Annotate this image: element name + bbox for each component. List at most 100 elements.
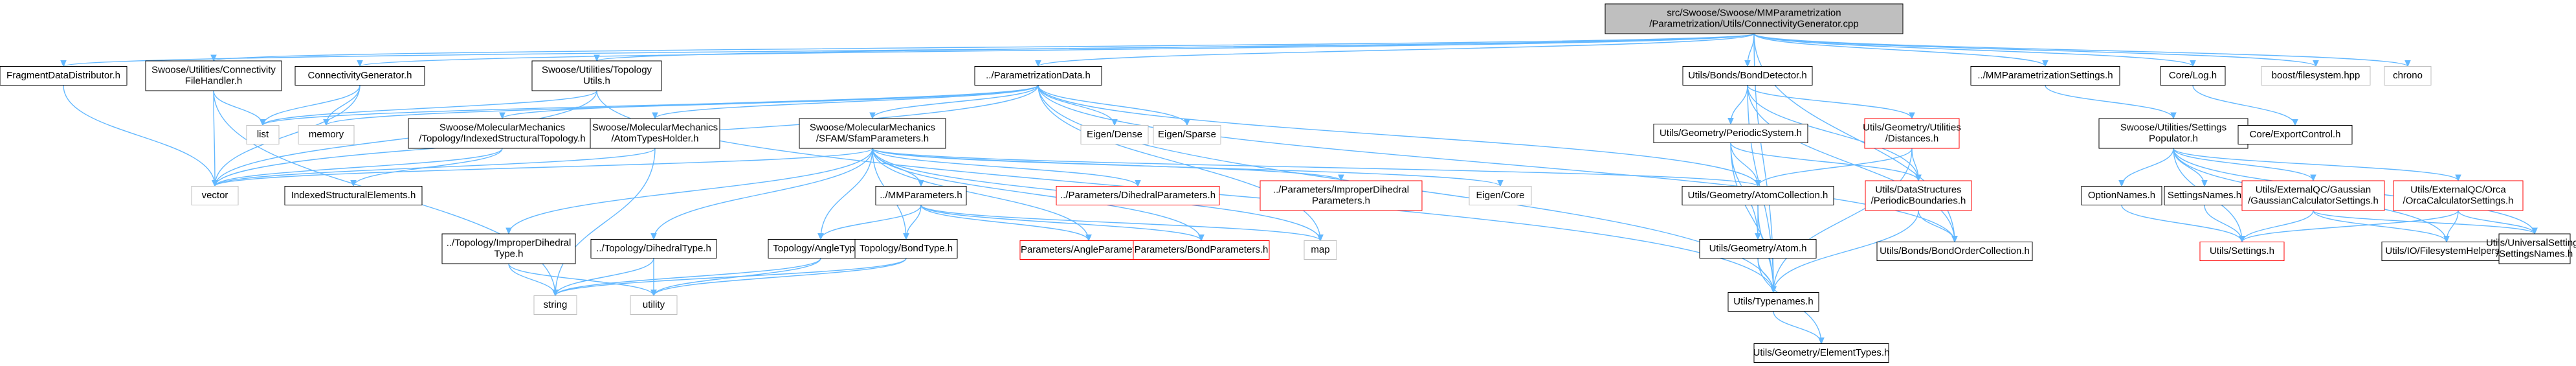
node-label: /SFAM/SfamParameters.h <box>816 133 929 144</box>
node-impdihedral[interactable]: ../Parameters/ImproperDihedralParameters… <box>1260 180 1423 211</box>
node-label: /PeriodicBoundaries.h <box>1871 195 1966 206</box>
node-idxtopo[interactable]: Swoose/MolecularMechanics/Topology/Index… <box>408 118 597 149</box>
edge-topoutils-to-list <box>262 90 597 126</box>
arrowhead <box>60 60 67 67</box>
node-box <box>145 60 282 91</box>
node-orca[interactable]: Utils/ExternalQC/Orca/OrcaCalculatorSett… <box>2393 180 2524 211</box>
node-box <box>590 118 720 149</box>
edge-sfam-to-atomcoll <box>872 148 1759 187</box>
arrowhead <box>1338 174 1344 182</box>
node-label: /Parametrization/Utils/ConnectivityGener… <box>1649 18 1858 29</box>
node-label: Utils/Typenames.h <box>1733 296 1813 307</box>
node-eigencore: Eigen/Core <box>1469 186 1532 205</box>
node-label: vector <box>202 190 228 201</box>
edge-sfam-to-angletype <box>820 148 873 240</box>
arrowhead <box>357 60 363 67</box>
node-typenames[interactable]: Utils/Typenames.h <box>1727 292 1819 312</box>
node-box <box>246 125 280 144</box>
node-label: Utils/Geometry/Atom.h <box>1709 243 1807 254</box>
node-dihedral[interactable]: ../Parameters/DihedralParameters.h <box>1056 186 1220 205</box>
node-setnames[interactable]: SettingsNames.h <box>2164 186 2245 205</box>
node-univsettings[interactable]: Utils/UniversalSettings/SettingsNames.h <box>2486 233 2576 264</box>
edge-mmparams-to-map <box>920 204 1321 242</box>
node-box <box>1304 240 1337 260</box>
node-label: /SettingsNames.h <box>2496 248 2573 259</box>
arrowhead <box>2404 60 2411 67</box>
edge-bonddet-to-bondorder <box>1747 85 1955 242</box>
node-dihtype[interactable]: ../Topology/DihedralType.h <box>590 239 717 258</box>
node-optnames[interactable]: OptionNames.h <box>2081 186 2162 205</box>
arrowhead <box>652 112 658 120</box>
edge-gaussian-to-univsettings <box>2313 210 2535 234</box>
node-bondorder[interactable]: Utils/Bonds/BondOrderCollection.h <box>1876 242 2033 261</box>
arrowhead <box>505 227 512 235</box>
node-sfam[interactable]: Swoose/MolecularMechanics/SFAM/SfamParam… <box>799 118 946 149</box>
arrowhead <box>1755 180 1761 187</box>
arrowhead <box>817 233 824 240</box>
node-box <box>2237 125 2353 144</box>
node-gaussian[interactable]: Utils/ExternalQC/Gaussian/GaussianCalcul… <box>2241 180 2385 211</box>
edge-imptype-to-utility <box>508 263 654 296</box>
node-label: Utils/Geometry/AtomCollection.h <box>1688 190 1828 201</box>
node-atomtypes[interactable]: Swoose/MolecularMechanics/AtomTypesHolde… <box>590 118 720 149</box>
node-paramdata[interactable]: ../ParametrizationData.h <box>974 66 1102 86</box>
node-label: Utils/Geometry/ElementTypes.h <box>1753 347 1890 358</box>
node-bonddet[interactable]: Utils/Bonds/BondDetector.h <box>1682 66 1813 86</box>
node-atomcoll[interactable]: Utils/Geometry/AtomCollection.h <box>1682 186 1834 205</box>
node-conngen[interactable]: ConnectivityGenerator.h <box>294 66 425 86</box>
node-mmparamset[interactable]: ../MMParametrizationSettings.h <box>1970 66 2120 86</box>
node-label: Utils/Bonds/BondOrderCollection.h <box>1880 246 2030 257</box>
node-label: Utils/UniversalSettings <box>2486 237 2576 248</box>
node-box <box>2393 180 2524 211</box>
node-periodic[interactable]: Utils/Geometry/PeriodicSystem.h <box>1653 124 1808 143</box>
node-coreexport[interactable]: Core/ExportControl.h <box>2237 125 2353 144</box>
arrowhead <box>1035 60 1041 67</box>
node-chrono: chrono <box>2384 66 2432 86</box>
node-label: ../MMParametrizationSettings.h <box>1977 70 2113 81</box>
node-utilsettings[interactable]: Utils/Settings.h <box>2199 242 2285 261</box>
edge-paramdata-to-sfam <box>872 85 1039 119</box>
node-label: Utils/ExternalQC/Gaussian <box>2256 184 2371 195</box>
node-perbound[interactable]: Utils/DataStructures/PeriodicBoundaries.… <box>1865 180 1972 211</box>
node-distances[interactable]: Utils/Geometry/Utilities/Distances.h <box>1863 118 1961 149</box>
node-bondparams[interactable]: Parameters/BondParameters.h <box>1133 240 1270 260</box>
arrowhead <box>2531 227 2538 235</box>
edge-sfam-to-eigencore <box>872 148 1501 187</box>
node-corelog[interactable]: Core/Log.h <box>2160 66 2226 86</box>
edge-corelog-to-coreexport <box>2192 85 2296 126</box>
node-elemtypes[interactable]: Utils/Geometry/ElementTypes.h <box>1753 343 1890 363</box>
node-box <box>408 118 597 149</box>
node-vector: vector <box>191 186 239 205</box>
arrowhead <box>552 290 559 297</box>
node-fshelpers[interactable]: Utils/IO/FilesystemHelpers.h <box>2381 242 2512 261</box>
node-box <box>799 118 946 149</box>
arrowhead <box>260 119 266 126</box>
node-label: ../MMParameters.h <box>880 190 962 201</box>
node-fragdist[interactable]: FragmentDataDistributor.h <box>0 66 128 86</box>
node-label: Type.h <box>494 248 523 259</box>
edge-bondtype-to-utility <box>653 258 907 296</box>
edge-conngen-to-list <box>262 85 361 126</box>
edge-sfam-to-vector <box>214 148 873 187</box>
node-bondtype[interactable]: Topology/BondType.h <box>854 239 958 258</box>
node-label: Topology/AngleType.h <box>773 243 869 254</box>
node-box <box>2199 242 2285 261</box>
node-mmparams[interactable]: ../MMParameters.h <box>875 186 967 205</box>
node-label: Swoose/Utilities/Topology <box>542 64 652 75</box>
node-connfile[interactable]: Swoose/Utilities/ConnectivityFileHandler… <box>145 60 282 91</box>
edge-sfam-to-bondparams <box>872 148 1202 241</box>
edge-mmparams-to-angleparams <box>920 205 1089 241</box>
edge-populator-to-gaussian <box>2173 148 2314 181</box>
node-label: ConnectivityGenerator.h <box>308 70 412 81</box>
arrowhead <box>1317 234 1324 242</box>
node-geoatom[interactable]: Utils/Geometry/Atom.h <box>1699 239 1817 258</box>
node-idxelem[interactable]: IndexedStructuralElements.h <box>284 186 423 205</box>
arrowhead <box>1198 234 1205 242</box>
node-box <box>1056 186 1220 205</box>
node-label: /Distances.h <box>1885 133 1939 144</box>
edge-root-to-corelog <box>1753 33 2193 67</box>
